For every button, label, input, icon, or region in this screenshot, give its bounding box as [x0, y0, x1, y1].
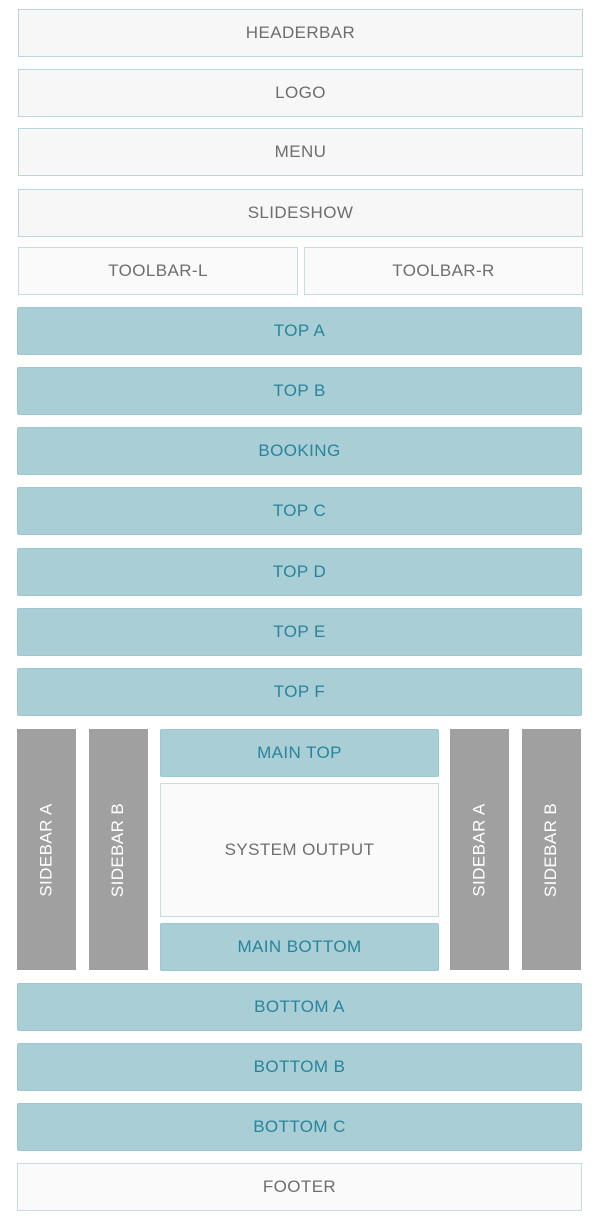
system-output-label: SYSTEM OUTPUT [224, 840, 375, 859]
sidebar-a-left-block: SIDEBAR A [17, 729, 76, 970]
main-top-block: MAIN TOP [160, 729, 439, 777]
footer-block: FOOTER [17, 1163, 582, 1211]
toolbar-right-label: TOOLBAR-R [392, 261, 495, 280]
headerbar-label: HEADERBAR [245, 23, 356, 42]
sidebar-b-left-block: SIDEBAR B [89, 729, 148, 970]
system-output-block: SYSTEM OUTPUT [160, 783, 439, 917]
bottom-c-block: BOTTOM C [17, 1103, 582, 1151]
top-e-block: TOP E [17, 608, 582, 656]
booking-label: BOOKING [258, 441, 341, 460]
top-c-block: TOP C [17, 487, 582, 535]
top-b-block: TOP B [17, 367, 582, 415]
toolbar-right-block: TOOLBAR-R [304, 247, 583, 295]
main-bottom-label: MAIN BOTTOM [237, 937, 362, 956]
toolbar-left-block: TOOLBAR-L [18, 247, 298, 295]
top-a-label: TOP A [273, 321, 326, 340]
sidebar-a-right-label: SIDEBAR A [469, 802, 489, 897]
top-f-label: TOP F [273, 682, 326, 701]
top-d-label: TOP D [272, 562, 327, 581]
top-c-label: TOP C [272, 501, 327, 520]
top-f-block: TOP F [17, 668, 582, 716]
logo-block: LOGO [18, 69, 583, 117]
bottom-c-label: BOTTOM C [253, 1117, 346, 1136]
footer-label: FOOTER [262, 1177, 337, 1196]
sidebar-a-right-block: SIDEBAR A [450, 729, 509, 970]
main-top-label: MAIN TOP [257, 743, 342, 762]
menu-block: MENU [18, 128, 583, 176]
main-bottom-block: MAIN BOTTOM [160, 923, 439, 971]
top-b-label: TOP B [273, 381, 326, 400]
bottom-b-block: BOTTOM B [17, 1043, 582, 1091]
bottom-a-label: BOTTOM A [254, 997, 345, 1016]
bottom-b-label: BOTTOM B [253, 1057, 346, 1076]
logo-label: LOGO [275, 83, 326, 102]
sidebar-b-right-label: SIDEBAR B [541, 802, 561, 897]
menu-label: MENU [274, 142, 327, 161]
slideshow-block: SLIDESHOW [18, 189, 583, 237]
sidebar-b-right-block: SIDEBAR B [522, 729, 581, 970]
sidebar-a-left-label: SIDEBAR A [36, 802, 56, 897]
top-e-label: TOP E [273, 622, 326, 641]
slideshow-label: SLIDESHOW [247, 203, 354, 222]
bottom-a-block: BOTTOM A [17, 983, 582, 1031]
booking-block: BOOKING [17, 427, 582, 475]
toolbar-left-label: TOOLBAR-L [108, 261, 208, 280]
headerbar-block: HEADERBAR [18, 9, 583, 57]
sidebar-b-left-label: SIDEBAR B [108, 802, 128, 897]
top-d-block: TOP D [17, 548, 582, 596]
top-a-block: TOP A [17, 307, 582, 355]
